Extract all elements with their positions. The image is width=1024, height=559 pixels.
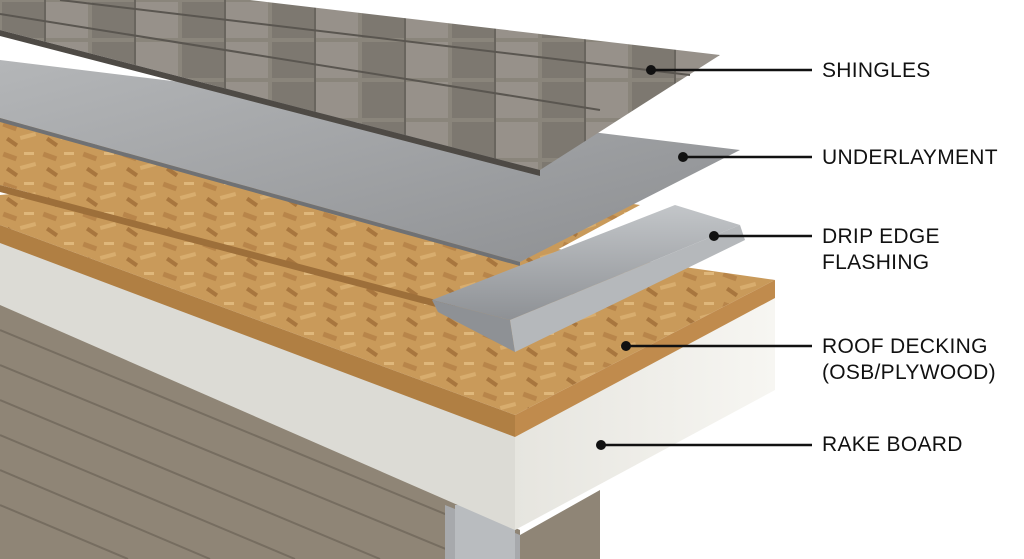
label-drip-edge-line2: FLASHING xyxy=(822,251,930,274)
label-rake-board: RAKE BOARD xyxy=(822,433,963,456)
rake-board xyxy=(0,240,775,530)
leader-lines xyxy=(596,65,812,450)
label-underlayment: UNDERLAYMENT xyxy=(822,146,998,169)
label-drip-edge-line1: DRIP EDGE xyxy=(822,225,940,248)
siding xyxy=(0,300,521,559)
underlayment-leader xyxy=(678,152,812,162)
rake-board-leader xyxy=(596,440,812,450)
label-shingles: SHINGLES xyxy=(822,59,931,82)
drip-edge-leader xyxy=(709,231,812,241)
shingles-leader xyxy=(646,65,812,75)
shingles xyxy=(0,0,720,176)
drip-edge-flashing xyxy=(432,205,745,352)
label-roof-decking-line1: ROOF DECKING xyxy=(822,335,988,358)
label-roof-decking-line2: (OSB/PLYWOOD) xyxy=(822,361,996,384)
underlayment xyxy=(0,60,740,266)
roof-decking-leader xyxy=(621,341,812,351)
